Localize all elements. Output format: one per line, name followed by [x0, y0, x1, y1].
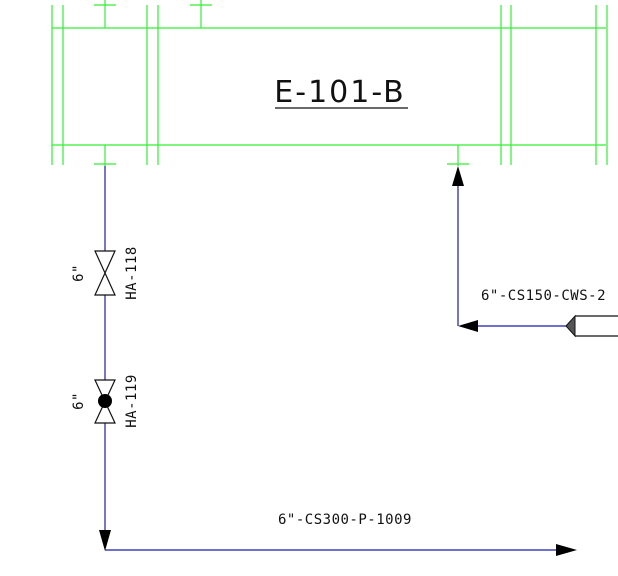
valve-ha118-size: 6": [71, 264, 87, 282]
off-page-connector-tip: [565, 314, 576, 338]
arrow-down-left: [99, 530, 111, 551]
valve-ha119-size: 6": [71, 392, 87, 410]
gate-valve-ha118-body: [94, 250, 116, 296]
valve-ha118-tag: HA-118: [124, 246, 140, 300]
valve-ha119-tag: HA-119: [124, 374, 140, 428]
line-label-cs300: 6"-CS300-P-1009: [278, 512, 412, 528]
gate-valve-ha118[interactable]: [94, 250, 116, 296]
ball-valve-ha119[interactable]: [94, 379, 116, 424]
heat-exchanger-e101b: [51, 0, 608, 166]
ball-valve-ha119-body: [94, 379, 116, 424]
off-page-connector[interactable]: [565, 314, 618, 338]
equipment-tag: E-101-B: [274, 75, 405, 110]
line-label-cws: 6"-CS150-CWS-2: [481, 288, 606, 304]
arrow-up-right: [452, 166, 464, 186]
arrow-right-bottom: [556, 544, 577, 556]
ball-valve-ha119-ball: [98, 394, 112, 408]
arrow-left-right-line: [458, 320, 478, 332]
